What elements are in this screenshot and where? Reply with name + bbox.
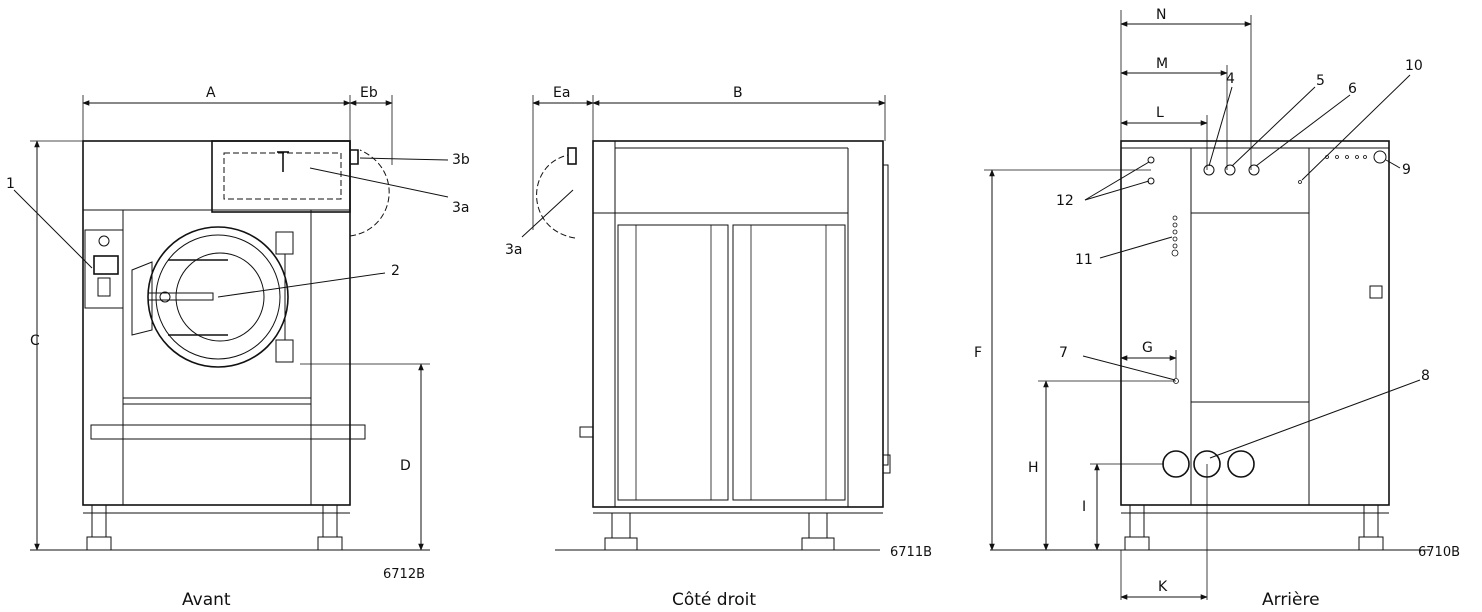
callout-9: 9	[1402, 162, 1411, 178]
callout-10: 10	[1405, 58, 1423, 74]
callout-3a-side: 3a	[505, 242, 523, 258]
front-code: 6712B	[383, 567, 425, 582]
dim-Ea: Ea	[553, 85, 570, 101]
dim-C: C	[30, 333, 40, 349]
callout-12: 12	[1056, 193, 1074, 209]
callout-11: 11	[1075, 252, 1093, 268]
dim-A: A	[206, 85, 216, 101]
dim-K: K	[1158, 579, 1168, 595]
side-code: 6711B	[890, 545, 932, 560]
rear-view	[984, 10, 1430, 600]
callout-8: 8	[1421, 368, 1430, 384]
front-view	[13, 95, 449, 551]
callout-1: 1	[6, 176, 15, 192]
dim-Eb: Eb	[360, 85, 378, 101]
dim-I: I	[1082, 499, 1086, 515]
callout-2: 2	[391, 263, 400, 279]
callout-5: 5	[1316, 73, 1325, 89]
callout-3a-front: 3a	[452, 200, 470, 216]
dim-H: H	[1028, 460, 1039, 476]
dim-F: F	[974, 345, 982, 361]
dim-B: B	[733, 85, 743, 101]
dim-D: D	[400, 458, 411, 474]
rear-caption: Arrière	[1262, 590, 1320, 610]
callout-7: 7	[1059, 345, 1068, 361]
dim-L: L	[1156, 105, 1164, 121]
side-caption: Côté droit	[672, 590, 756, 610]
callout-4: 4	[1226, 71, 1235, 87]
callout-3b: 3b	[452, 152, 470, 168]
callout-6: 6	[1348, 81, 1357, 97]
dim-G: G	[1142, 340, 1153, 356]
rear-code: 6710B	[1418, 545, 1460, 560]
dim-M: M	[1156, 56, 1168, 72]
side-view	[521, 95, 891, 551]
front-caption: Avant	[182, 590, 231, 610]
dim-N: N	[1156, 7, 1166, 23]
